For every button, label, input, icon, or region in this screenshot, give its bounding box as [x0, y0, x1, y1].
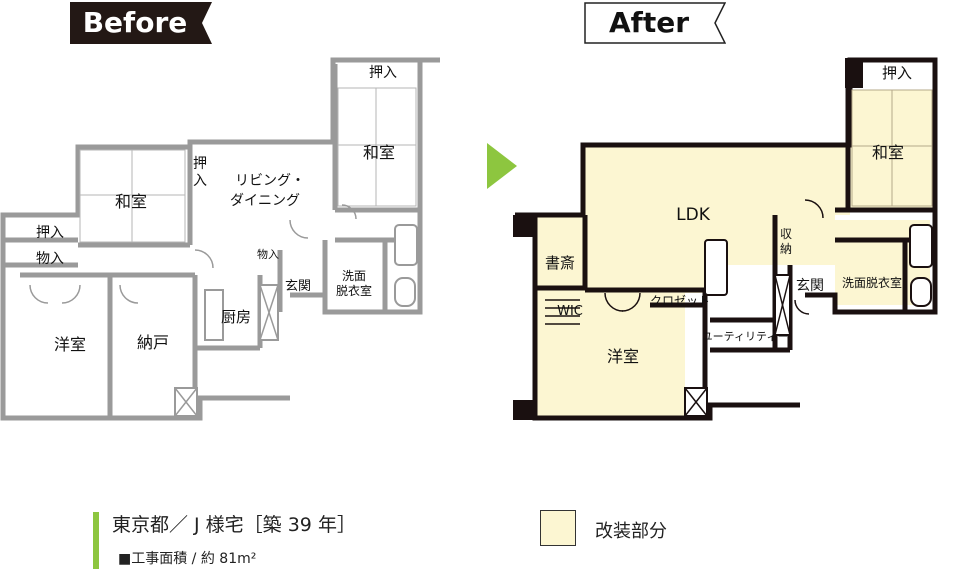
after-shuno-1: 収: [780, 227, 792, 241]
after-wic: WIC: [557, 304, 583, 319]
before-senmen-1: 洗面: [342, 269, 366, 283]
after-ldk: LDK: [676, 205, 711, 225]
before-kitchen: 厨房: [221, 308, 251, 326]
after-renovated-area: [535, 145, 850, 418]
after-genkan: 玄関: [796, 277, 824, 294]
after-closet: クロゼット: [650, 294, 710, 308]
after-senmen: 洗面脱衣室: [842, 275, 902, 290]
before-genkan: 玄関: [285, 279, 311, 294]
caption-title: 東京都／ J 様宅［築 39 年］: [112, 514, 356, 536]
before-oshiire-left: 押入: [36, 225, 64, 241]
before-oshi-2: 入: [193, 173, 207, 189]
after-tag-shape: [584, 2, 727, 44]
before-living-1: リビング・: [235, 173, 305, 189]
after-oshiire-top: 押入: [882, 64, 912, 82]
before-monoire-left: 物入: [36, 251, 64, 267]
legend-label: 改装部分: [595, 521, 667, 542]
after-title: After: [608, 6, 690, 39]
after-shuno-2: 納: [780, 242, 792, 256]
after-tag: After: [584, 2, 727, 44]
before-nando: 納戸: [137, 333, 169, 352]
before-wall-bottom: [0, 275, 290, 421]
before-tag: Before: [70, 2, 212, 44]
before-tag-shape: [70, 2, 212, 44]
before-oshiire-top: 押入: [369, 65, 397, 81]
after-washitsu: 和室: [872, 143, 904, 162]
before-floor-plan: 押入 和室 押 入 リビング・ ダイニング 和室 押入 物入 物入 玄関 洗面 …: [0, 57, 440, 421]
before-washitsu-left: 和室: [115, 192, 147, 211]
caption-accent-bar: [93, 512, 99, 569]
before-title: Before: [82, 6, 188, 39]
before-youshitsu: 洋室: [54, 335, 86, 354]
before-monoire-mid: 物入: [257, 247, 279, 261]
before-senmen-2: 脱衣室: [336, 283, 372, 298]
caption-area: ■工事面積 / 約 81m²: [118, 551, 257, 567]
before-washitsu-right: 和室: [363, 143, 395, 162]
after-floor-plan: 押入 和室 LDK 書斎 WIC クロゼット 収 納 ユーティリティー 玄関 洗…: [513, 57, 938, 421]
before-living-2: ダイニング: [230, 193, 300, 209]
before-oshi-1: 押: [193, 156, 207, 172]
arrow-icon: [487, 143, 517, 189]
legend-swatch: [540, 510, 576, 546]
after-youshitsu: 洋室: [607, 347, 639, 366]
after-shosai: 書斎: [545, 254, 575, 272]
after-utility: ユーティリティー: [702, 330, 789, 343]
